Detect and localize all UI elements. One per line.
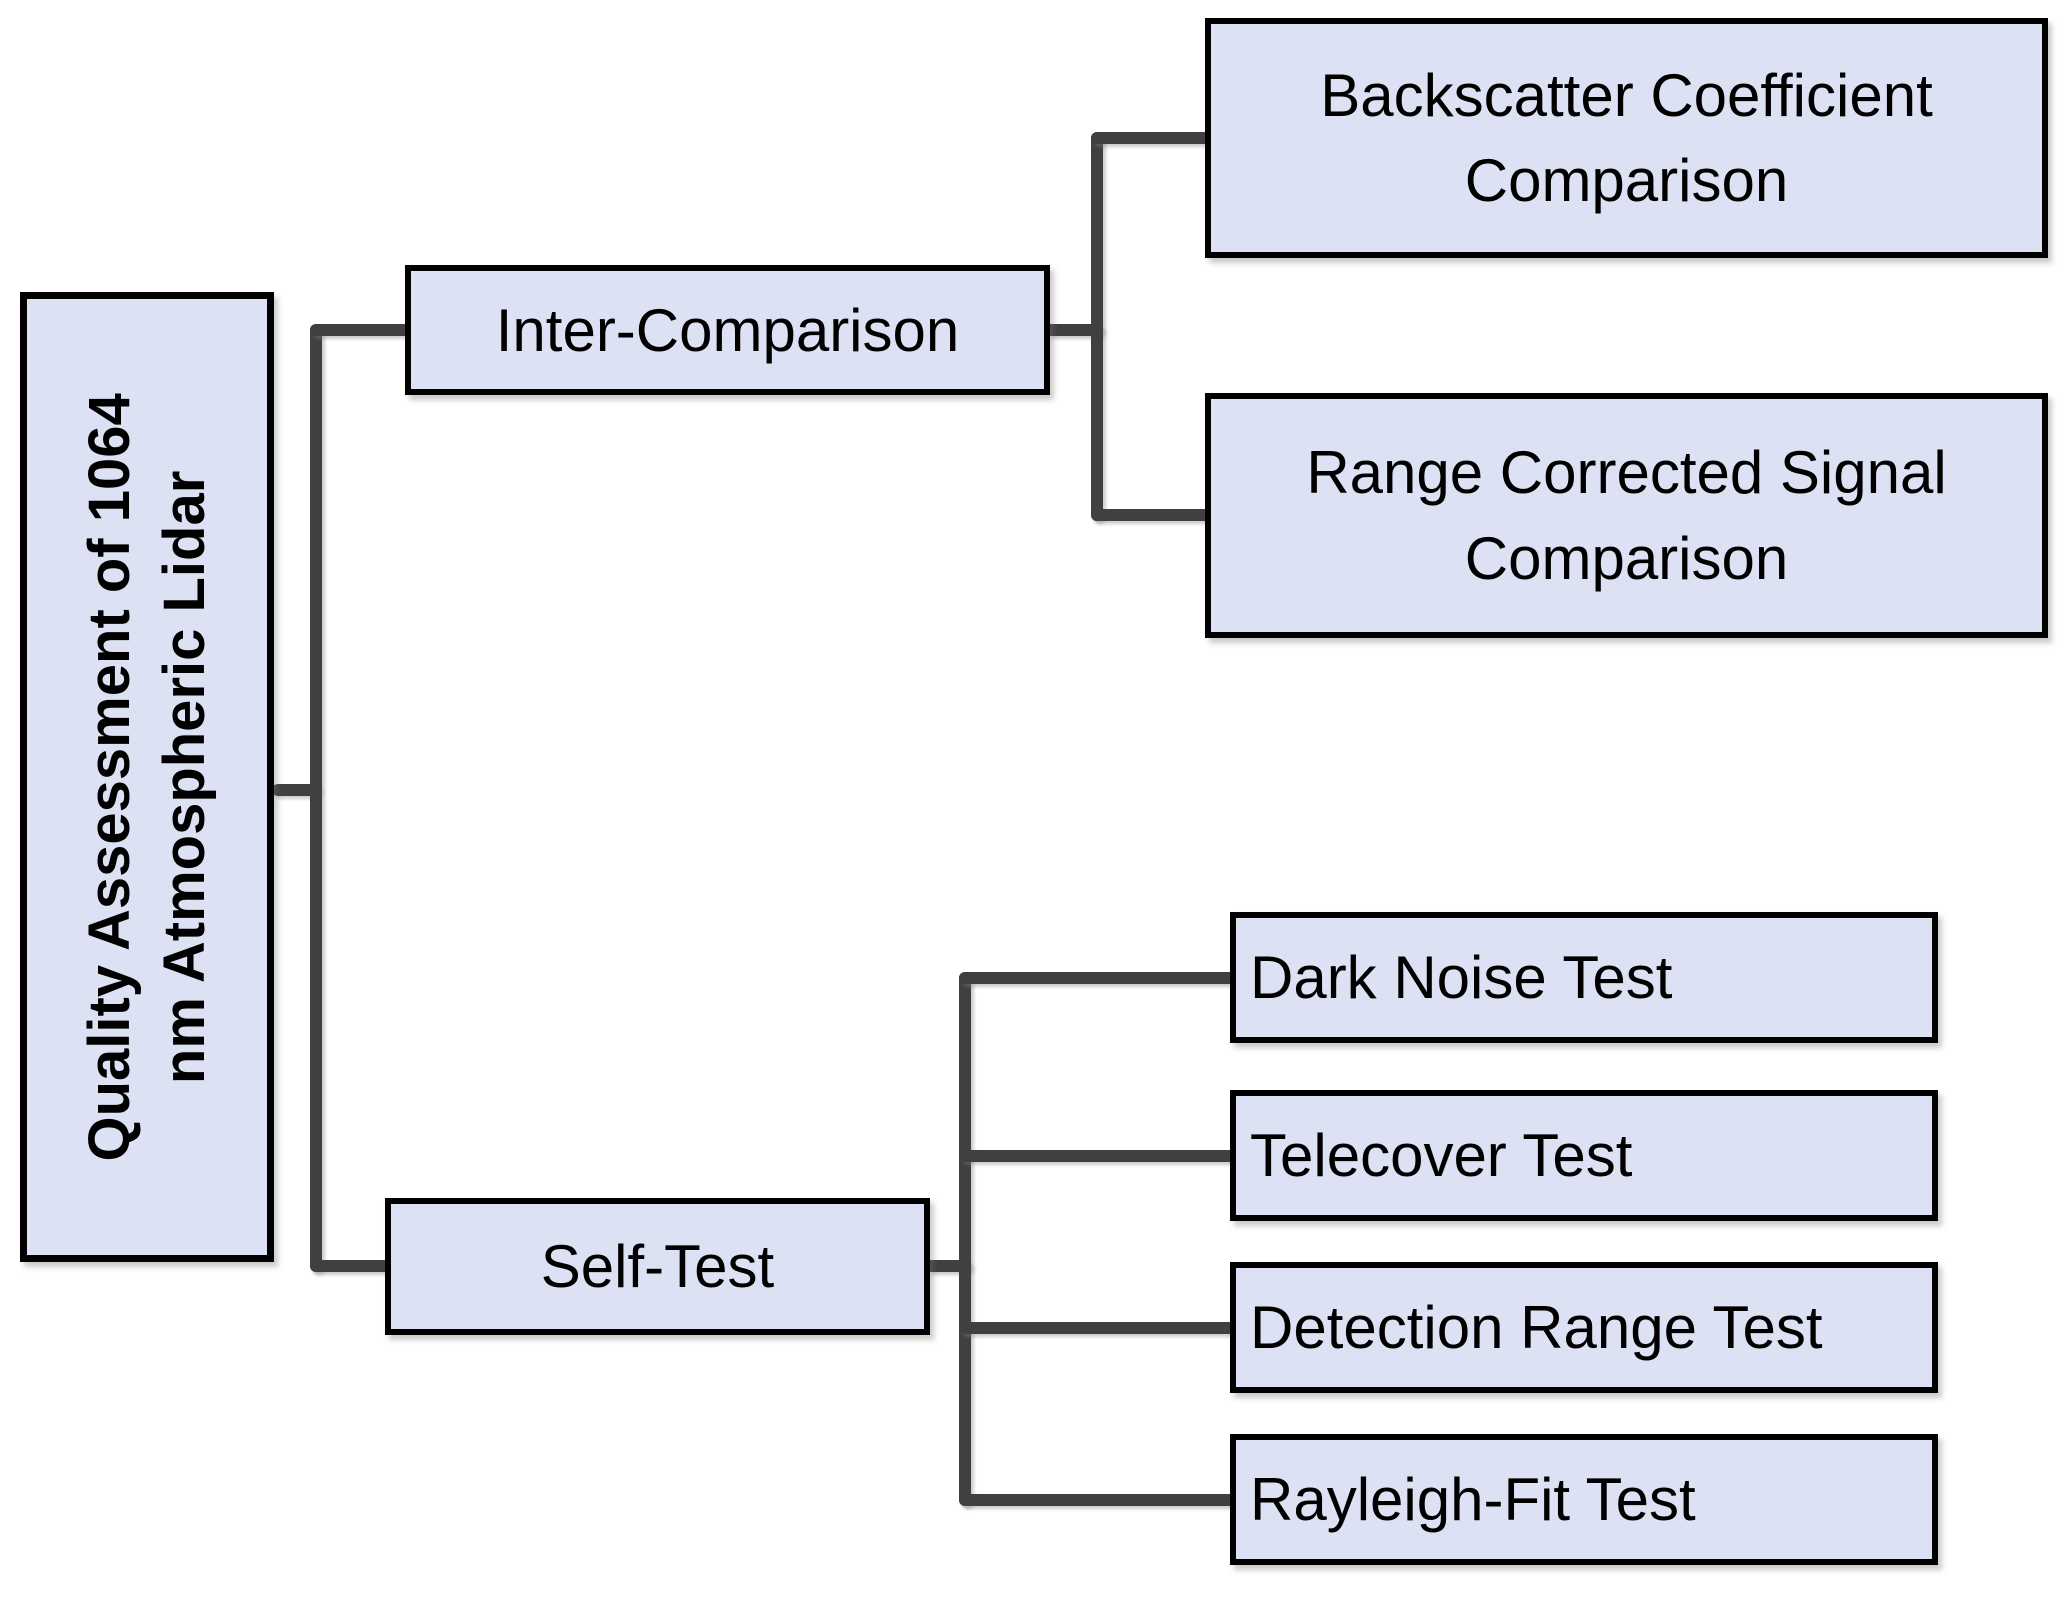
connector-self-test-branch-vertical	[959, 972, 971, 1506]
connector-root-to-trunk	[272, 784, 320, 796]
connector-to-telecover	[959, 1150, 1238, 1162]
telecover-test-label: Telecover Test	[1250, 1122, 1633, 1189]
connector-trunk-vertical	[310, 324, 322, 1272]
connector-to-range-corrected	[1091, 509, 1213, 521]
rayleigh-fit-test-label: Rayleigh-Fit Test	[1250, 1466, 1696, 1533]
range-corrected-label-line1: Range Corrected Signal	[1306, 439, 1947, 507]
connector-to-backscatter	[1091, 132, 1213, 144]
root-node-label: Quality Assessment of 1064 nm Atmospheri…	[72, 393, 223, 1161]
range-corrected-comparison-label: Range Corrected Signal Comparison	[1306, 430, 1946, 600]
backscatter-comparison-node: Backscatter Coefficient Comparison	[1205, 18, 2048, 258]
connector-to-dark-noise	[959, 972, 1238, 984]
backscatter-comparison-label: Backscatter Coefficient Comparison	[1320, 53, 1933, 223]
root-node: Quality Assessment of 1064 nm Atmospheri…	[20, 292, 274, 1262]
backscatter-label-line2: Comparison	[1464, 147, 1789, 214]
telecover-test-node: Telecover Test	[1230, 1090, 1938, 1221]
inter-comparison-node: Inter-Comparison	[405, 265, 1050, 395]
connector-to-rayleigh-fit	[959, 1494, 1238, 1506]
self-test-node: Self-Test	[385, 1198, 930, 1335]
dark-noise-test-label: Dark Noise Test	[1250, 944, 1673, 1011]
dark-noise-test-node: Dark Noise Test	[1230, 912, 1938, 1043]
connector-to-detection-range	[959, 1322, 1238, 1334]
detection-range-test-label: Detection Range Test	[1250, 1294, 1823, 1361]
connector-trunk-to-inter-comparison	[310, 324, 410, 336]
self-test-label: Self-Test	[540, 1233, 775, 1300]
connector-inter-comparison-stub	[1046, 324, 1103, 336]
detection-range-test-node: Detection Range Test	[1230, 1262, 1938, 1393]
inter-comparison-label: Inter-Comparison	[495, 296, 960, 364]
connector-inter-comparison-branch-vertical	[1091, 132, 1103, 521]
range-corrected-comparison-node: Range Corrected Signal Comparison	[1205, 393, 2048, 638]
range-corrected-label-line2: Comparison	[1464, 524, 1789, 592]
root-label-line1: Quality Assessment of 1064	[76, 392, 142, 1162]
connector-trunk-to-self-test	[310, 1260, 392, 1272]
rayleigh-fit-test-node: Rayleigh-Fit Test	[1230, 1434, 1938, 1565]
backscatter-label-line1: Backscatter Coefficient	[1320, 61, 1933, 129]
root-label-line2: nm Atmospheric Lidar	[152, 470, 217, 1084]
